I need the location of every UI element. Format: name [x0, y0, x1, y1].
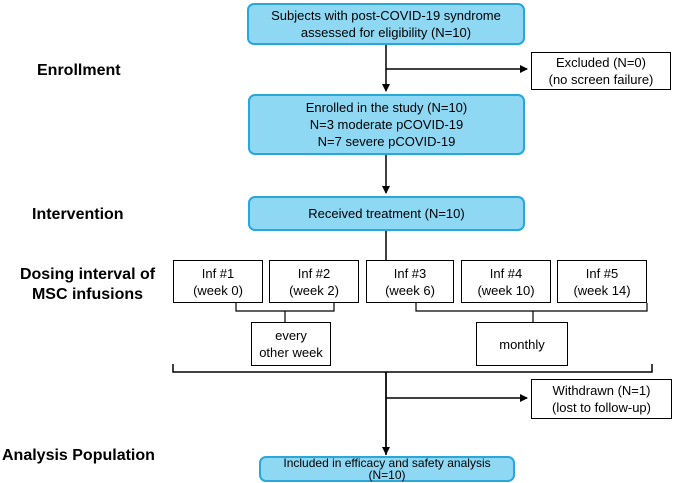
excluded-box: Excluded (N=0) (no screen failure) [531, 52, 671, 90]
infusion-label: Inf #3 [393, 265, 427, 281]
enrolled-line1: Enrolled in the study (N=10) [305, 100, 468, 115]
enrolled-line3: N=7 severe pCOVID-19 [317, 134, 456, 149]
excluded-line2: (no screen failure) [548, 72, 654, 87]
interval-monthly: monthly [476, 322, 568, 366]
treatment-box: Received treatment (N=10) [248, 196, 525, 231]
treatment-line1: Received treatment (N=10) [308, 206, 465, 221]
analysis-box: Included in efficacy and safety analysis… [259, 456, 515, 482]
enrolled-box: Enrolled in the study (N=10) N=3 moderat… [248, 94, 525, 155]
analysis-line2: (N=10) [368, 468, 406, 482]
analysis-line1: Included in efficacy and safety analysis [283, 456, 491, 470]
interval-every-line2: other week [259, 345, 323, 360]
infusion-week: (week 14) [573, 282, 631, 298]
infusion-box-1: Inf #1 (week 0) [173, 260, 263, 303]
infusion-label: Inf #5 [585, 265, 619, 281]
infusion-week: (week 2) [289, 282, 339, 298]
stage-dosing-line1: Dosing interval of [19, 266, 156, 283]
brace-monthly [415, 303, 648, 322]
infusion-week: (week 10) [477, 282, 535, 298]
withdrawn-box: Withdrawn (N=1) (lost to follow-up) [531, 379, 672, 419]
stage-dosing-line2: MSC infusions [31, 286, 144, 303]
interval-every-line1: every [275, 328, 307, 343]
withdrawn-line1: Withdrawn (N=1) [552, 383, 651, 398]
infusion-label: Inf #2 [297, 265, 331, 281]
assessed-line1: Subjects with post-COVID-19 syndrome [271, 8, 501, 23]
infusion-week: (week 0) [193, 282, 243, 298]
stage-intervention: Intervention [32, 206, 124, 223]
withdrawn-line2: (lost to follow-up) [552, 400, 651, 415]
interval-monthly-label: monthly [499, 336, 545, 352]
infusion-box-4: Inf #4 (week 10) [461, 260, 551, 303]
stage-analysis: Analysis Population [2, 447, 155, 464]
infusion-box-3: Inf #3 (week 6) [366, 260, 454, 303]
assessed-line2: assessed for eligibility (N=10) [300, 25, 472, 40]
stage-dosing: Dosing interval of MSC infusions [9, 265, 166, 305]
brace-every-other-week [235, 303, 335, 322]
assessed-box: Subjects with post-COVID-19 syndrome ass… [247, 3, 525, 45]
interval-every-other-week: every other week [251, 322, 331, 366]
infusion-box-2: Inf #2 (week 2) [269, 260, 359, 303]
infusion-box-5: Inf #5 (week 14) [557, 260, 647, 303]
infusion-label: Inf #1 [201, 265, 235, 281]
enrolled-line2: N=3 moderate pCOVID-19 [309, 117, 464, 132]
excluded-line1: Excluded (N=0) [556, 55, 646, 70]
stage-enrollment: Enrollment [37, 62, 121, 79]
infusion-week: (week 6) [385, 282, 435, 298]
infusion-label: Inf #4 [489, 265, 523, 281]
